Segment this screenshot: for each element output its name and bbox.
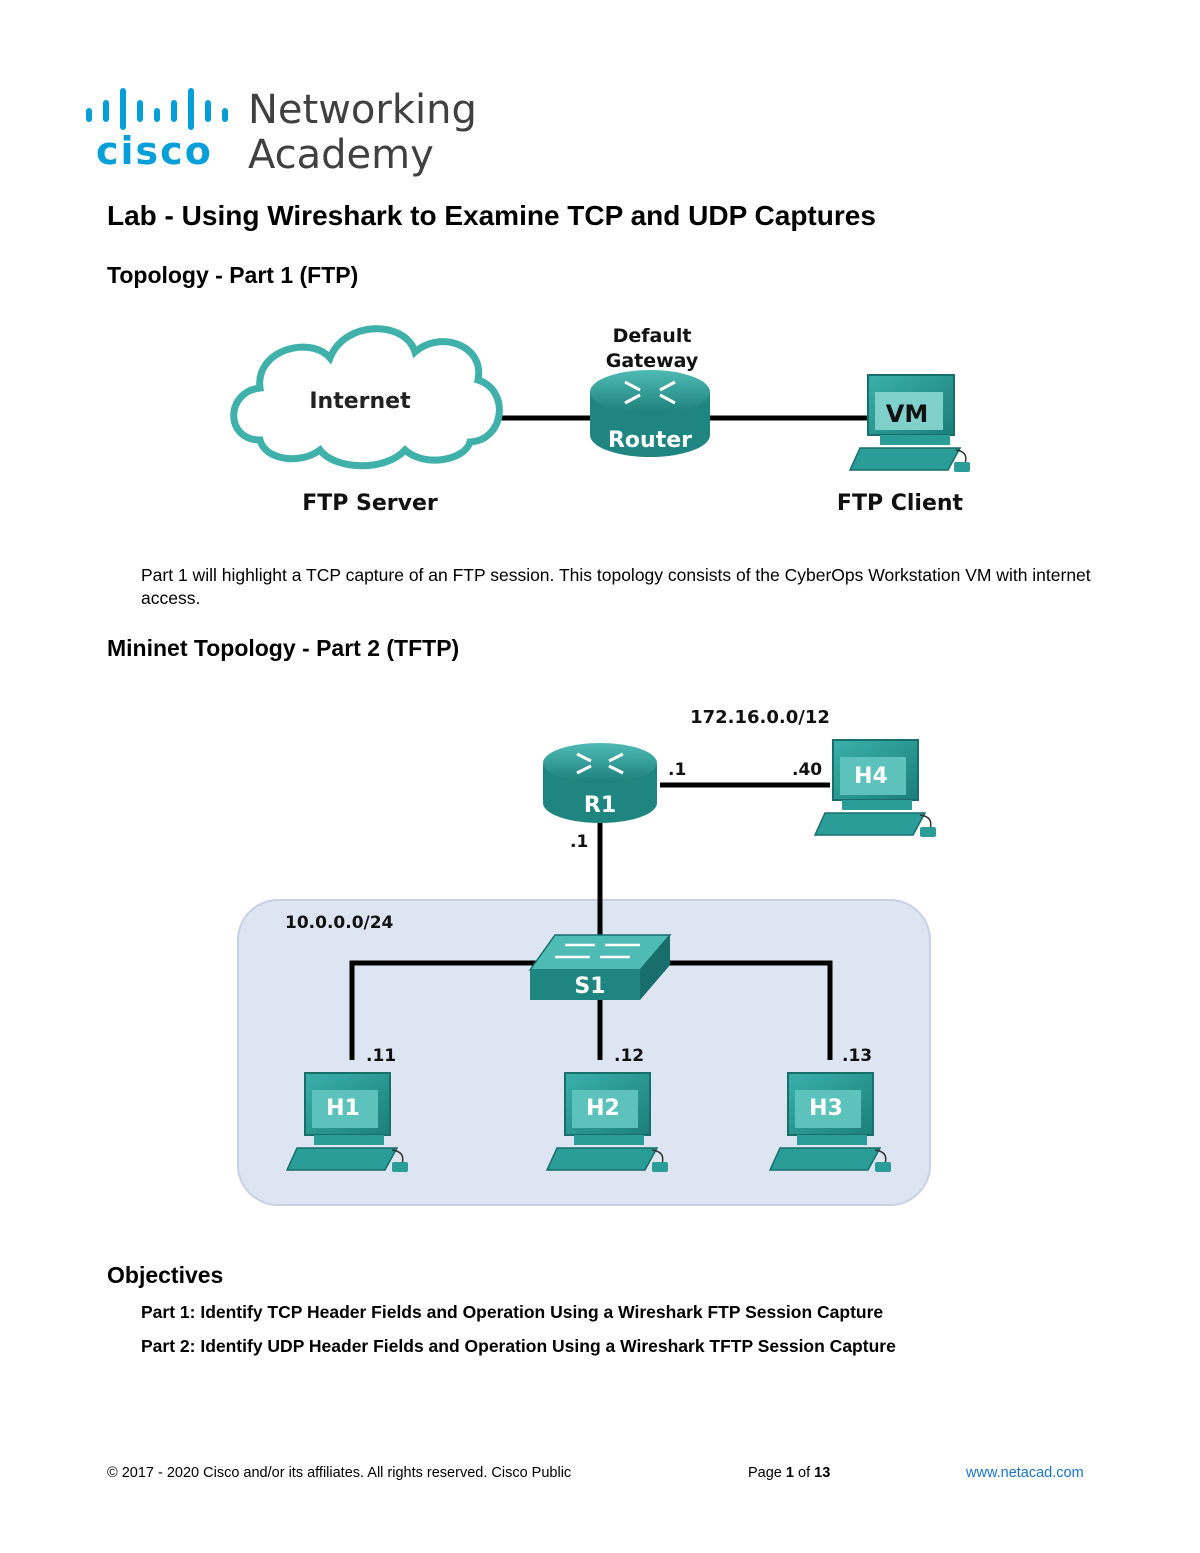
- cloud-caption: FTP Server: [302, 491, 438, 516]
- h2-pc-icon: [545, 1072, 668, 1172]
- vm-pc-icon: [848, 374, 970, 472]
- website-link[interactable]: www.netacad.com: [966, 1465, 1084, 1481]
- footer-website[interactable]: www.netacad.com: [966, 1465, 1084, 1481]
- logo-line2: Academy: [248, 132, 434, 178]
- page-current: 1: [785, 1465, 794, 1481]
- page-total: 13: [814, 1465, 831, 1481]
- h3-label: H3: [809, 1096, 843, 1121]
- h2-addr: .12: [614, 1046, 644, 1066]
- cisco-networking-academy-logo: cisco Networking Academy: [84, 86, 484, 186]
- r1-label: R1: [584, 793, 616, 818]
- h3-addr: .13: [842, 1046, 872, 1066]
- topology1-diagram: Internet FTP Server Default Gateway Rout…: [230, 325, 970, 516]
- internet-cloud-icon: [230, 325, 503, 470]
- footer-copyright: © 2017 - 2020 Cisco and/or its affiliate…: [107, 1465, 572, 1481]
- lan-area: [237, 899, 931, 1206]
- page-of: of: [798, 1465, 811, 1481]
- topology1-heading: Topology - Part 1 (FTP): [107, 262, 359, 288]
- s1-switch-icon: [528, 934, 672, 1000]
- logo-line1: Networking: [248, 87, 477, 133]
- topology1-description: Part 1 will highlight a TCP capture of a…: [141, 565, 1091, 608]
- objective-item-1: Part 1: Identify TCP Header Fields and O…: [141, 1302, 884, 1322]
- h4-label: H4: [854, 764, 888, 789]
- wan-network-label: 172.16.0.0/12: [690, 707, 830, 728]
- pc-label: VM: [886, 400, 928, 428]
- lan-network-label: 10.0.0.0/24: [285, 913, 394, 933]
- objective-item-2: Part 2: Identify UDP Header Fields and O…: [141, 1336, 896, 1356]
- router-top-label-line1: Default: [613, 325, 692, 347]
- h1-addr: .11: [366, 1046, 396, 1066]
- h1-label: H1: [326, 1096, 360, 1121]
- cisco-bridge-logo-icon: cisco Networking Academy: [86, 87, 477, 178]
- h4-pc-icon: [813, 739, 936, 837]
- r1-wan-addr: .1: [668, 760, 686, 780]
- logo-wordmark: cisco: [96, 129, 213, 173]
- router-icon: [590, 370, 710, 457]
- pc-caption: FTP Client: [837, 491, 964, 516]
- router-label: Router: [608, 428, 692, 453]
- document-title: Lab - Using Wireshark to Examine TCP and…: [107, 200, 876, 231]
- h1-pc-icon: [285, 1072, 408, 1172]
- objectives-heading: Objectives: [107, 1262, 224, 1288]
- s1-label: S1: [574, 974, 605, 999]
- topology2-diagram: R1 172.16.0.0/12 .1 .40 .1 10.0.0.0/24 H…: [237, 707, 936, 1206]
- page-label: Page: [748, 1465, 782, 1481]
- footer-page-number: Page 1 of 13: [748, 1465, 830, 1481]
- h2-label: H2: [586, 1096, 620, 1121]
- cloud-label: Internet: [309, 389, 411, 414]
- router-top-label-line2: Gateway: [606, 350, 699, 372]
- r1-router-icon: [543, 743, 657, 823]
- h3-pc-icon: [768, 1072, 891, 1172]
- h4-addr: .40: [792, 760, 822, 780]
- topology2-heading: Mininet Topology - Part 2 (TFTP): [107, 635, 460, 661]
- r1-lan-addr: .1: [570, 832, 588, 852]
